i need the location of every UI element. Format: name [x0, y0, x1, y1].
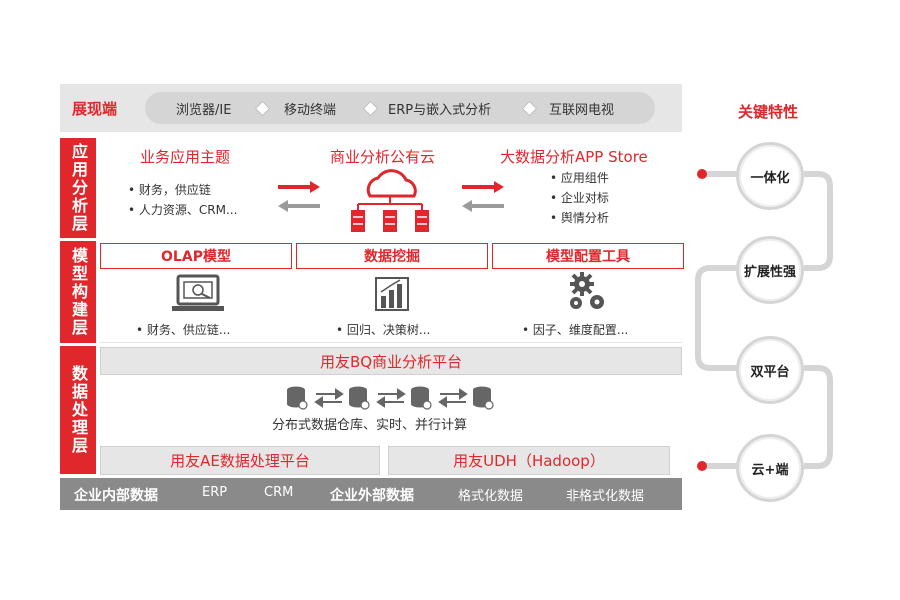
udh-platform-box: 用友UDH（Hadoop）: [388, 446, 670, 475]
presentation-item-tv: 互联网电视: [549, 103, 615, 118]
bigdata-bullets: • 应用组件 • 企业对标 • 舆情分析: [550, 168, 609, 228]
bar-chart-icon: [375, 277, 409, 311]
bq-platform-box: 用友BQ商业分析平台: [100, 347, 682, 375]
presentation-label: 展现端: [72, 100, 118, 118]
layer-divider: [100, 342, 682, 343]
feature-integration: 一体化: [736, 142, 804, 210]
layer-label-model: 模型构建层: [60, 241, 96, 343]
layer-label-application: 应用分析层: [60, 138, 96, 238]
bigdata-title: 大数据分析APP Store: [500, 148, 648, 166]
data-mining-caption: • 回归、决策树...: [336, 323, 431, 337]
bullet-item: • 财务，供应链: [128, 183, 211, 197]
data-mining-box: 数据挖掘: [296, 243, 488, 269]
internal-data-erp: ERP: [202, 485, 228, 500]
feature-dual-platform: 双平台: [736, 336, 804, 404]
internal-data-crm: CRM: [264, 485, 294, 500]
bullet-item: • 企业对标: [550, 191, 609, 205]
olap-caption: • 财务、供应链...: [136, 323, 231, 337]
cloud-title: 商业分析公有云: [330, 148, 436, 166]
internal-data-label: 企业内部数据: [74, 488, 158, 504]
layer-label-text: 数据处理层: [69, 365, 88, 455]
model-config-tool-box: 模型配置工具: [492, 243, 684, 269]
exchange-arrows-icon: [462, 181, 504, 212]
bullet-item: • 人力资源、CRM...: [128, 203, 238, 217]
presentation-item-mobile: 移动终端: [284, 103, 337, 118]
presentation-item-browser: 浏览器/IE: [176, 103, 232, 118]
olap-model-box: OLAP模型: [100, 243, 292, 269]
exchange-arrows-icon: [278, 181, 320, 212]
data-sources-bar: [60, 478, 682, 510]
presentation-item-erp: ERP与嵌入式分析: [388, 103, 492, 118]
external-data-unstructured: 非格式化数据: [566, 489, 645, 504]
data-processing-caption: 分布式数据仓库、实时、并行计算: [272, 418, 468, 433]
feature-cloud-end: 云+端: [736, 434, 804, 502]
presentation-pill: [145, 92, 655, 124]
cloud-server-icon: [351, 169, 429, 232]
business-app-bullets: • 财务，供应链 • 人力资源、CRM...: [128, 180, 237, 220]
model-config-caption: • 因子、维度配置...: [522, 323, 629, 337]
layer-label-text: 应用分析层: [69, 143, 88, 233]
database-sync-icon: [287, 386, 494, 410]
layer-label-data: 数据处理层: [60, 346, 96, 474]
bullet-item: • 应用组件: [550, 171, 609, 185]
layer-label-text: 模型构建层: [69, 247, 88, 337]
bullet-item: • 舆情分析: [550, 211, 609, 225]
external-data-label: 企业外部数据: [330, 488, 414, 504]
laptop-icon: [172, 274, 224, 311]
business-app-title: 业务应用主题: [140, 148, 231, 166]
feature-scalability: 扩展性强: [736, 236, 804, 304]
ae-platform-box: 用友AE数据处理平台: [100, 446, 380, 475]
key-features-title: 关键特性: [738, 103, 799, 121]
gears-icon: [570, 272, 604, 309]
external-data-structured: 格式化数据: [458, 489, 524, 504]
